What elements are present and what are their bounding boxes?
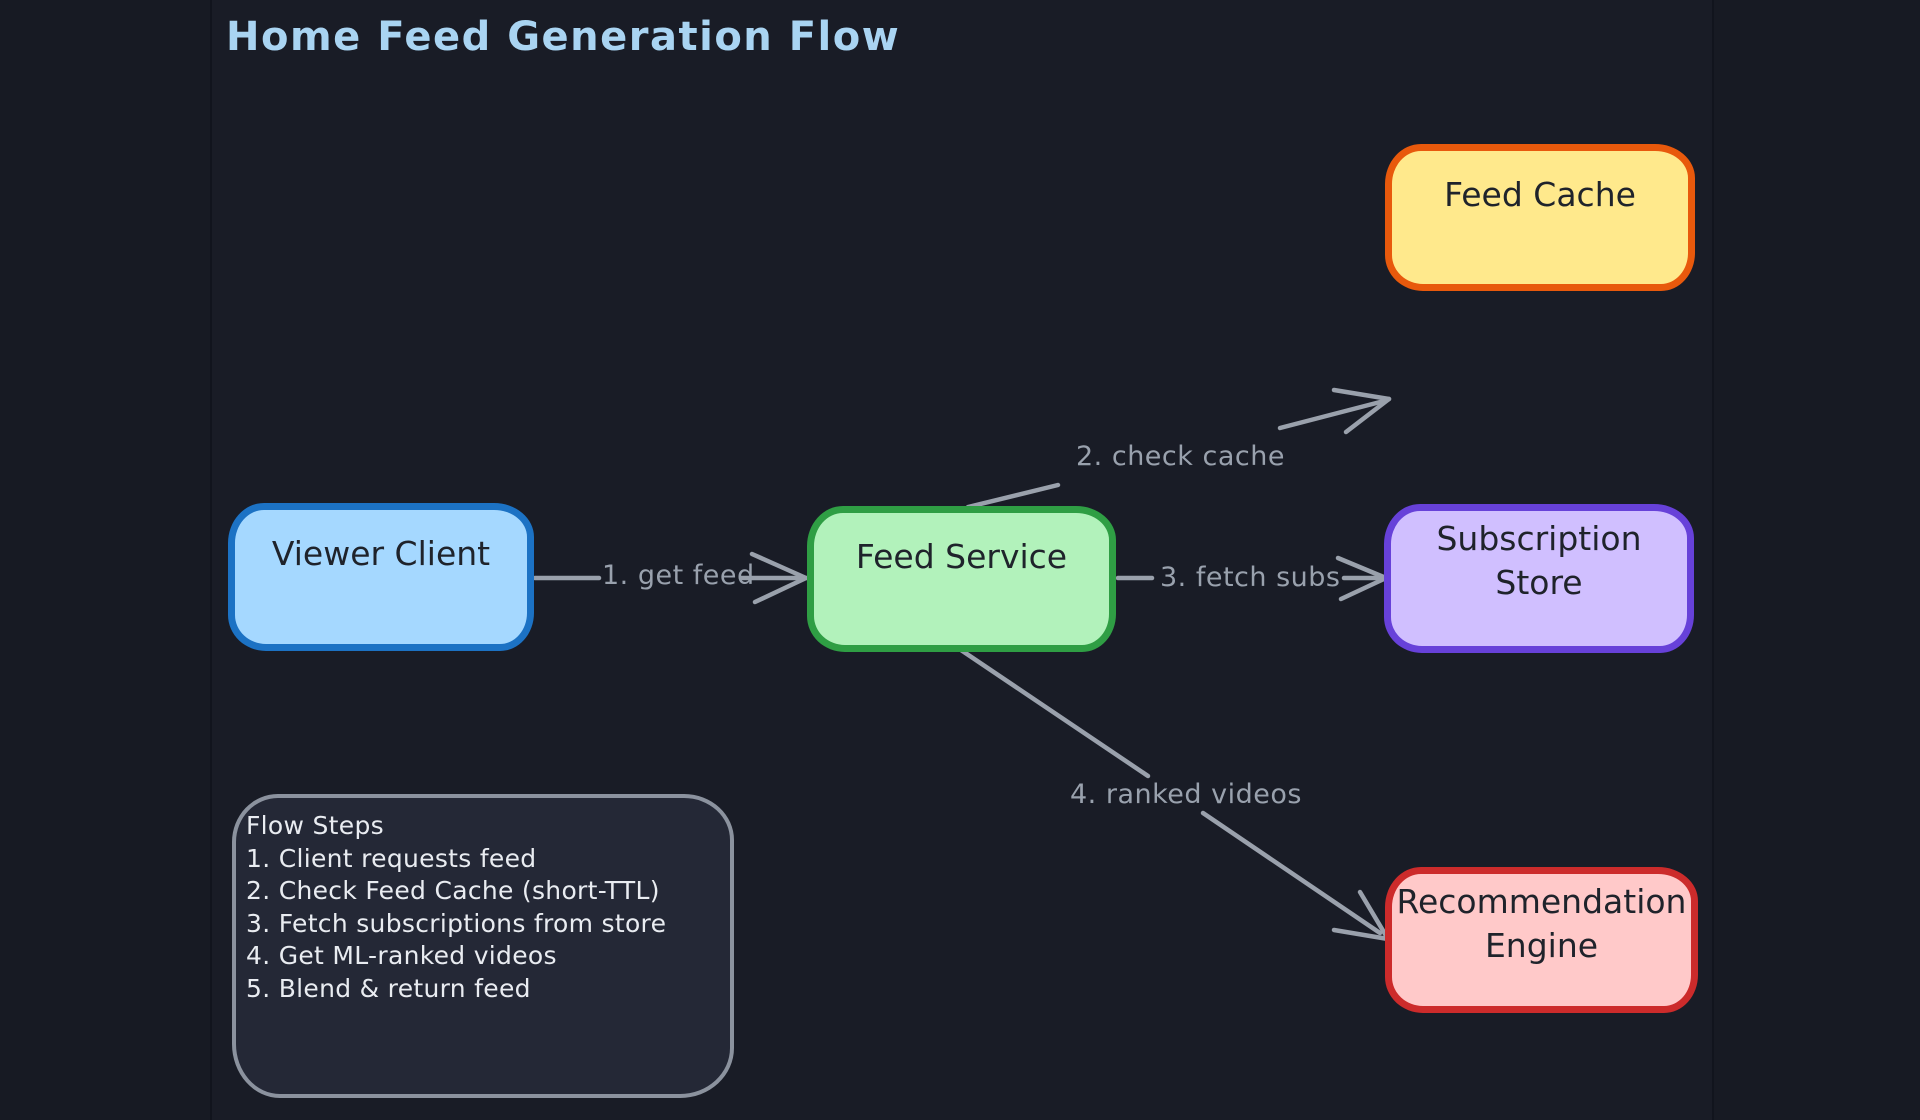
- arrow-check-cache: [965, 387, 1392, 510]
- node-label: Recommendation Engine: [1396, 882, 1687, 965]
- node-subscription-store: Subscription Store: [1384, 504, 1694, 653]
- legend-panel: Flow Steps 1. Client requests feed 2. Ch…: [232, 794, 734, 1098]
- node-feed-service: Feed Service: [807, 506, 1116, 652]
- node-label: Feed Cache: [1444, 175, 1636, 214]
- node-feed-cache: Feed Cache: [1385, 144, 1695, 291]
- node-label: Viewer Client: [271, 534, 491, 573]
- edge-label-check-cache: 2. check cache: [1076, 441, 1285, 472]
- node-recommendation-engine: Recommendation Engine: [1385, 867, 1698, 1013]
- arrow-get-feed: [532, 551, 809, 605]
- node-label: Feed Service: [855, 537, 1068, 576]
- node-label: Subscription Store: [1436, 519, 1642, 602]
- legend-step: 3. Fetch subscriptions from store: [246, 908, 667, 938]
- arrow-fetch-subs: [1115, 555, 1389, 602]
- legend-title: Flow Steps: [246, 811, 384, 840]
- legend-step: 1. Client requests feed: [246, 843, 537, 873]
- edge-label-ranked-videos: 4. ranked videos: [1070, 779, 1302, 810]
- diagram-title: Home Feed Generation Flow: [226, 14, 901, 60]
- legend-step: 2. Check Feed Cache (short-TTL): [246, 876, 660, 905]
- edge-label-get-feed: 1. get feed: [602, 560, 755, 591]
- legend-step: 4. Get ML-ranked videos: [246, 941, 557, 970]
- edge-label-fetch-subs: 3. fetch subs: [1160, 562, 1341, 593]
- legend-step: 5. Blend & return feed: [246, 973, 531, 1003]
- arrow-ranked-videos: [955, 645, 1391, 942]
- node-viewer-client: Viewer Client: [228, 503, 534, 651]
